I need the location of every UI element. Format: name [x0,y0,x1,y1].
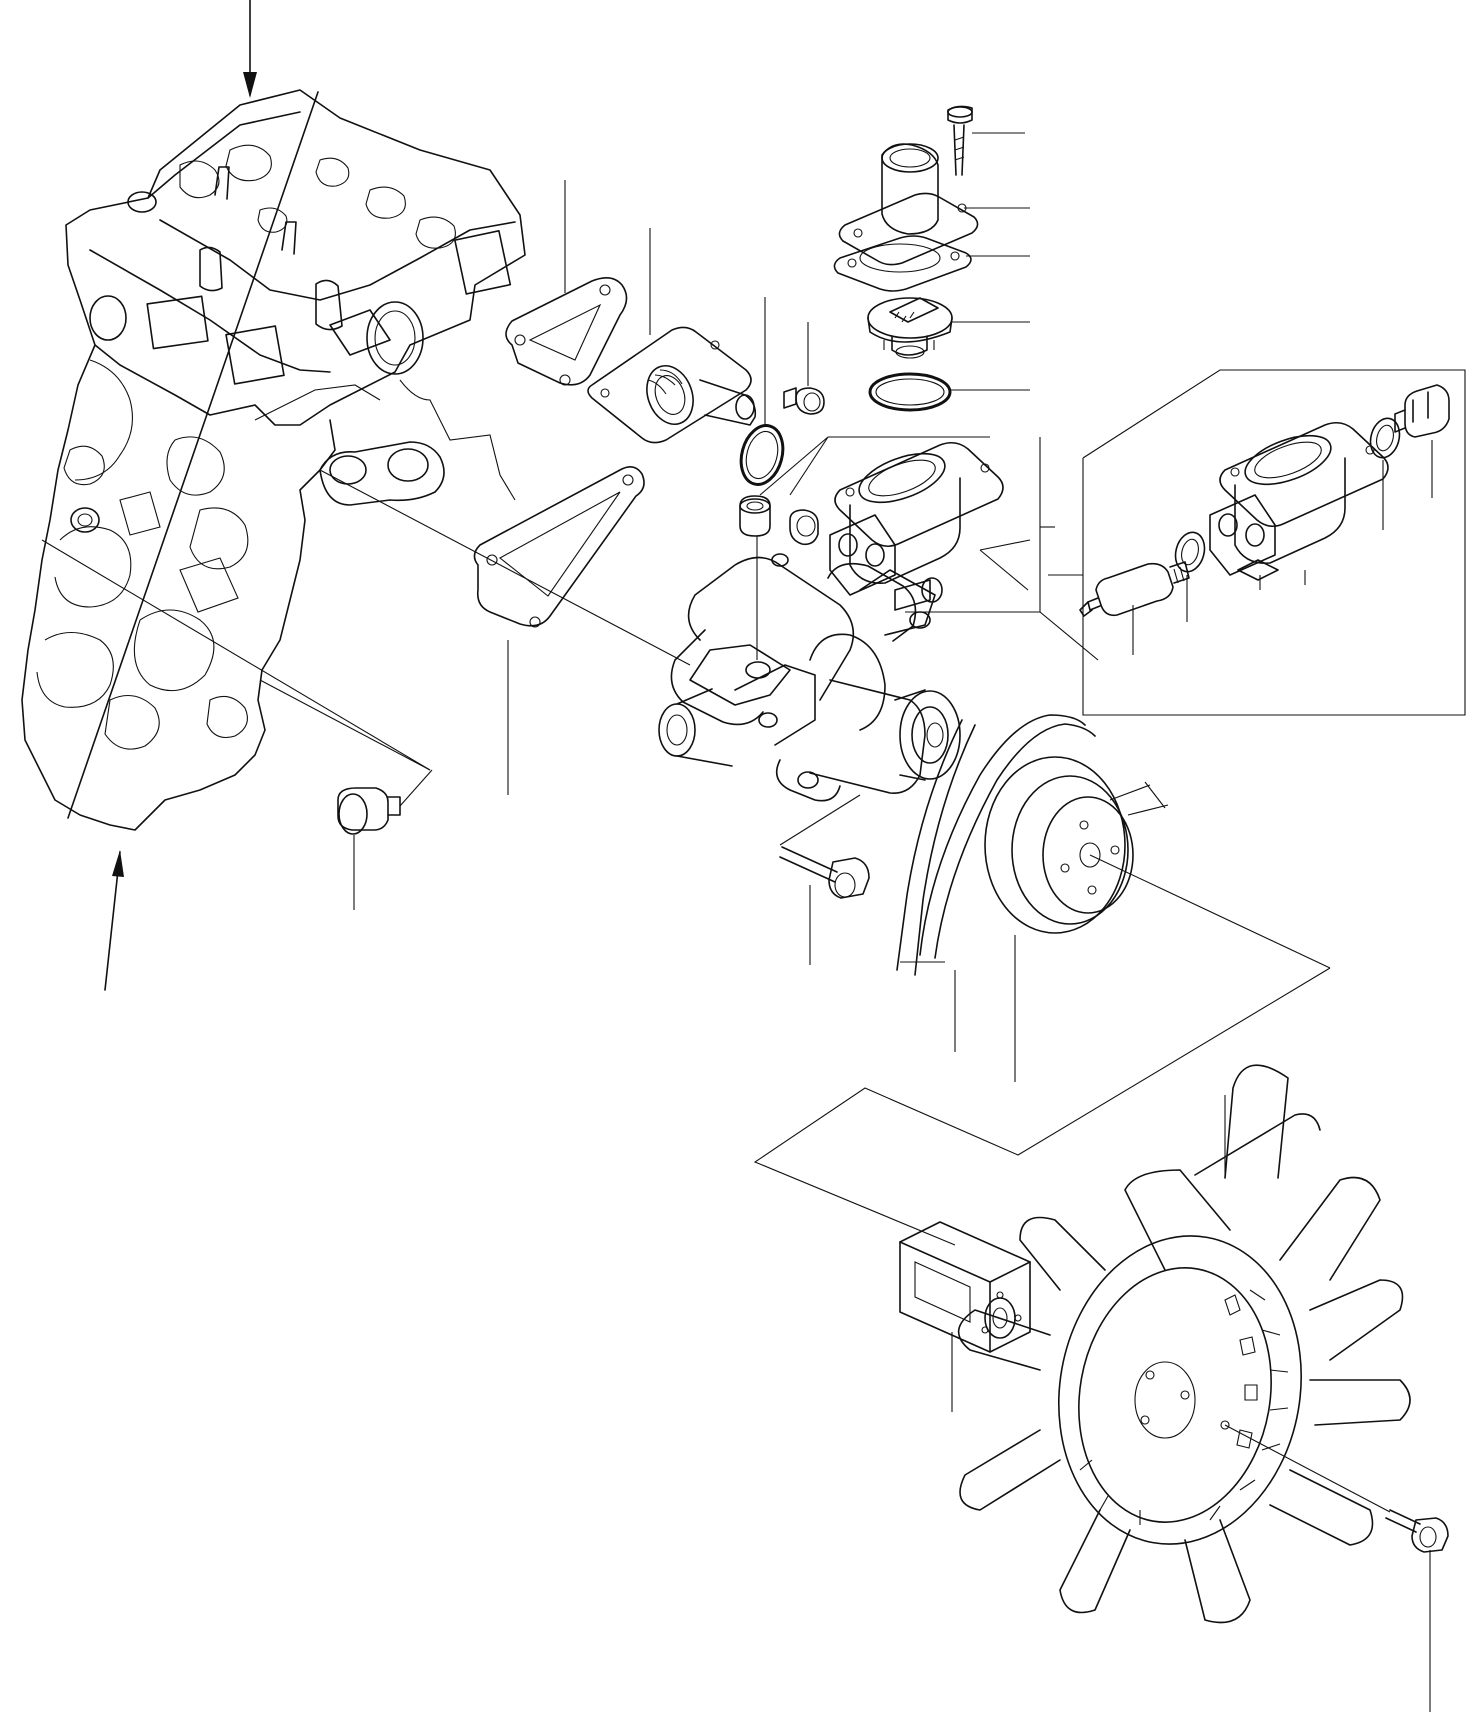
fan-pulley [984,756,1331,1082]
water-pump-gasket [473,466,645,795]
cooling-fan [957,1064,1411,1624]
thermostat-housing [759,436,1055,613]
outlet-gasket [505,180,628,386]
leader-line [753,967,1331,1246]
small-bolt [783,322,825,415]
arrow-down-icon [243,0,257,98]
pump-bolt [779,794,870,965]
o-ring [739,297,785,486]
thermostat-seal [868,372,1030,412]
leader-line [41,539,431,771]
fan-bolt [1224,1424,1449,1712]
thermostat [867,297,1030,359]
detail-inset [1039,369,1466,716]
fan-spacer [899,1221,1031,1412]
drain-plug [337,769,433,910]
thermostat-gasket [833,235,1030,292]
reference-line [67,91,319,819]
engine-block [21,89,526,831]
sleeve [739,495,819,660]
arrow-up-icon [104,850,124,991]
v-belt [896,714,1096,1052]
thermostat-cover [838,143,1030,266]
leader-line [259,679,431,771]
bypass-fitting [587,228,757,444]
cover-bolt [947,105,1025,176]
water-pump [319,469,961,802]
